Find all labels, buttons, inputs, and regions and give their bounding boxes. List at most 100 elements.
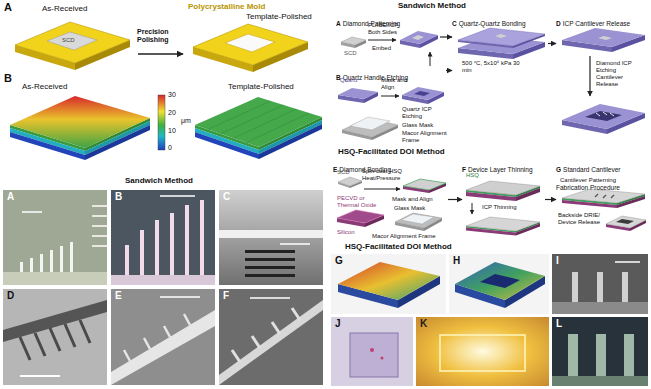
panel-letter: B	[336, 74, 341, 81]
panel-letter: D	[3, 289, 107, 303]
axis-tick: 0	[168, 144, 172, 152]
part-label: Silicon	[337, 229, 355, 236]
micrograph-a	[60, 246, 63, 272]
axis-unit: μm	[181, 117, 191, 125]
diamond-patterning-art	[400, 31, 438, 44]
micrograph-a	[40, 254, 43, 272]
micrograph-d	[50, 328, 60, 351]
state-label: As-Received	[22, 82, 67, 91]
micrograph-b	[111, 190, 215, 285]
micrograph-a	[92, 215, 107, 217]
micrograph-panel: H	[449, 254, 549, 314]
micrograph-f	[272, 322, 280, 334]
panel-letter: A	[4, 1, 12, 14]
cantilever-release-art	[589, 56, 590, 96]
micrograph-l	[552, 317, 648, 386]
height-map-as-received	[10, 96, 150, 160]
micrograph-c	[219, 230, 323, 238]
process-note: ICP Thinning	[482, 204, 516, 211]
micrograph-i	[615, 261, 640, 263]
cantilever-fabrication-art	[616, 219, 634, 224]
mold-template-polished	[193, 24, 308, 72]
micrograph-e	[144, 338, 150, 349]
mold-as-received	[15, 22, 130, 70]
micrograph-j	[350, 333, 398, 377]
height-map-as-received	[10, 96, 150, 148]
mold-as-received	[47, 32, 97, 50]
micrograph-f	[252, 336, 260, 348]
process-arrow	[448, 199, 462, 200]
cantilever-fabrication-art	[595, 194, 614, 198]
micrograph-j	[331, 317, 413, 386]
step-title: Device Layer Thinning	[468, 166, 533, 173]
micrograph-f	[232, 308, 300, 362]
diamond-bonding-art	[403, 179, 446, 190]
micrograph-a	[70, 242, 73, 272]
panel-letter: B	[4, 72, 12, 85]
quartz-handle-art	[338, 88, 378, 99]
section-heading: HSQ-Facilitated DOI Method	[345, 242, 452, 251]
diamond-patterning-art	[341, 31, 438, 66]
state-label: As-Received	[42, 4, 87, 13]
cantilever-release-art	[562, 28, 645, 134]
height-map-template-polished	[195, 97, 322, 147]
micrograph-i	[572, 272, 578, 302]
micrograph-panel: I	[552, 254, 648, 314]
part-label: Quartz	[340, 77, 358, 84]
micrograph-panel: D	[3, 289, 107, 385]
section-heading: Sandwich Method	[125, 176, 193, 185]
cantilever-release-art	[562, 104, 645, 129]
panel-letter: G	[331, 254, 446, 268]
diamond-patterning-art	[430, 52, 431, 66]
part-label: Macor Alignment Frame	[372, 233, 436, 240]
micrograph-d	[65, 324, 75, 347]
height-map-template-polished	[208, 101, 309, 143]
process-arrow	[545, 199, 556, 200]
micrograph-d	[20, 337, 30, 360]
part-label: HSQ	[466, 172, 479, 179]
micrograph-h	[480, 274, 520, 288]
part-label: Glass Mask	[394, 205, 425, 212]
process-note: Mask and Align	[381, 77, 411, 91]
quartz-handle-art	[350, 117, 390, 130]
process-note: Precision Polishing	[137, 28, 185, 44]
micrograph-e	[164, 326, 170, 337]
part-label: SCD	[62, 37, 75, 44]
micrograph-a	[92, 205, 107, 207]
quartz-handle-art	[414, 91, 430, 96]
step-title: ICP Cantilever Release	[563, 20, 630, 27]
cantilever-release-art	[596, 113, 600, 116]
micrograph-b	[111, 190, 215, 285]
process-note: Mask and Align	[392, 196, 433, 203]
step-title: Quartz-Quartz Bonding	[459, 20, 526, 27]
micrograph-j	[381, 357, 384, 360]
micrograph-l	[552, 317, 648, 386]
part-label: Macor Alignment Frame	[402, 130, 462, 144]
micrograph-panel: B	[111, 190, 215, 285]
panel-letter: E	[333, 166, 337, 173]
micrograph-b	[140, 230, 144, 275]
micrograph-panel: E	[111, 289, 215, 385]
layer-thinning-art	[466, 181, 540, 195]
micrograph-f	[219, 289, 323, 385]
micrograph-d	[3, 289, 107, 385]
micrograph-i	[552, 302, 648, 314]
micrograph-f	[292, 308, 300, 320]
micrograph-e	[160, 296, 200, 298]
panel-letter: B	[111, 190, 215, 204]
process-note: Quartz ICP Etching	[402, 106, 444, 120]
panel-letter: C	[452, 20, 457, 27]
panel-letter: L	[552, 317, 648, 331]
part-label: Polycrystalline Mold	[188, 2, 265, 11]
process-arrow	[440, 36, 452, 37]
micrograph-d	[3, 289, 107, 385]
micrograph-h	[449, 254, 549, 314]
diamond-bonding-art	[337, 210, 384, 223]
diamond-bonding-art	[338, 177, 362, 186]
micrograph-d	[80, 320, 90, 343]
micrograph-l	[596, 334, 606, 376]
panel-letter: D	[556, 20, 561, 27]
